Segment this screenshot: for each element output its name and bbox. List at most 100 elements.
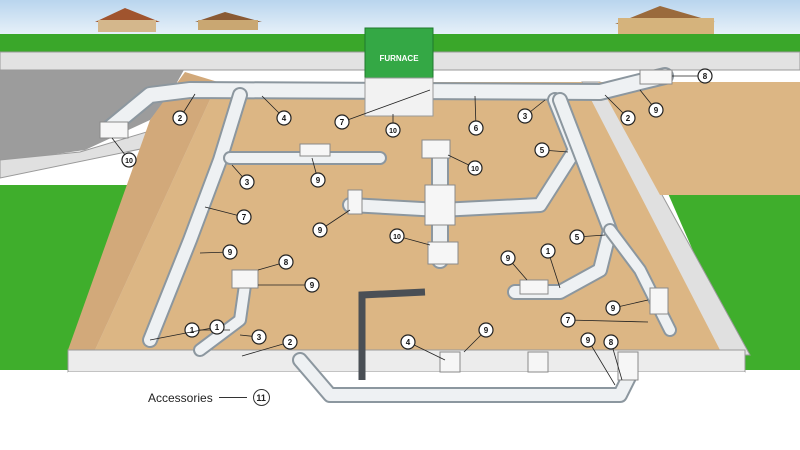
callout-9: 9 <box>463 322 494 353</box>
callout-10: 10 <box>111 137 137 168</box>
callout-1: 1 <box>540 243 561 289</box>
callout-circle <box>184 322 200 338</box>
register-boot <box>427 241 459 265</box>
callout-number: 1 <box>546 247 551 256</box>
register-boot <box>299 143 331 157</box>
callout-number: 8 <box>284 258 289 267</box>
callout-9: 9 <box>639 89 664 118</box>
legend-number: 11 <box>252 389 270 406</box>
callout-number: 9 <box>318 226 323 235</box>
furnace-cabinet <box>364 27 434 79</box>
callout-2: 2 <box>604 94 636 126</box>
callout-circle <box>560 312 576 328</box>
register-boot <box>347 189 363 215</box>
callout-circle <box>282 334 298 350</box>
callout-number: 3 <box>523 112 528 121</box>
callout-circle <box>605 300 621 316</box>
callout-5: 5 <box>534 142 569 158</box>
distant-house-left <box>95 8 160 32</box>
callout-number: 4 <box>406 338 411 347</box>
callout-number: 10 <box>393 234 401 241</box>
callout-9: 9 <box>199 244 238 260</box>
callout-number: 9 <box>228 248 233 257</box>
callout-9: 9 <box>605 299 649 316</box>
callout-3: 3 <box>231 164 255 190</box>
callout-number: 7 <box>242 213 247 222</box>
callout-circle <box>580 332 596 348</box>
callout-number: 8 <box>609 338 614 347</box>
distant-house-right <box>615 6 715 36</box>
callout-8: 8 <box>257 254 294 271</box>
register-boot <box>527 351 549 373</box>
callout-number: 9 <box>316 176 321 185</box>
legend-leader-line <box>218 397 247 398</box>
callout-2: 2 <box>241 334 298 357</box>
furnace: FURNACE <box>364 27 434 117</box>
callout-number: 7 <box>566 316 571 325</box>
callout-number: 9 <box>654 106 659 115</box>
front-return-duct <box>294 354 636 401</box>
callout-3: 3 <box>517 99 546 124</box>
callout-circle <box>569 229 585 245</box>
callout-9: 9 <box>500 250 528 281</box>
callout-circle <box>648 102 664 118</box>
callout-9: 9 <box>580 332 616 386</box>
callout-circle <box>172 110 188 126</box>
callout-7: 7 <box>334 89 431 130</box>
callout-7: 7 <box>560 312 649 328</box>
callout-number: 9 <box>611 304 616 313</box>
gray-slab <box>0 68 185 162</box>
callout-circle <box>468 120 484 136</box>
callout-number: 1 <box>190 326 195 335</box>
callout-5: 5 <box>569 229 606 245</box>
vent-pipe <box>358 288 426 380</box>
callout-number: 10 <box>471 166 479 173</box>
callout-circle <box>312 222 328 238</box>
callout-circle <box>278 254 294 270</box>
callout-leader-line <box>587 339 616 386</box>
callout-circle <box>478 322 494 338</box>
register-boot <box>649 287 669 315</box>
callout-leader-line <box>341 89 431 123</box>
distant-house-middle <box>195 12 262 30</box>
callout-2: 2 <box>172 93 196 126</box>
callout-circle <box>209 319 225 335</box>
register-boots <box>99 69 673 381</box>
short-drop-duct <box>195 280 250 355</box>
callout-number: 10 <box>389 128 397 135</box>
callout-circle <box>239 174 255 190</box>
callout-leader-line <box>567 319 649 323</box>
callout-circle <box>603 334 619 350</box>
callout-10: 10 <box>447 154 483 176</box>
furnace-label: FURNACE <box>379 54 419 63</box>
callout-4: 4 <box>261 95 292 126</box>
register-boot <box>99 121 129 139</box>
legend-text: Accessories <box>148 390 213 405</box>
callout-circle <box>534 142 550 158</box>
callout-9: 9 <box>258 277 320 293</box>
callout-circle <box>334 114 350 130</box>
callout-circle <box>620 110 636 126</box>
callout-circle <box>251 329 267 345</box>
left-run-duct <box>144 89 246 346</box>
callout-circle <box>389 228 405 244</box>
callout-8: 8 <box>672 68 713 84</box>
callout-leader-line <box>241 341 291 357</box>
callout-number: 5 <box>575 233 580 242</box>
register-boot <box>519 279 549 295</box>
callout-number: 9 <box>310 281 315 290</box>
callout-circle <box>467 160 483 176</box>
callout-number: 9 <box>484 326 489 335</box>
front-wall <box>67 349 746 373</box>
callout-9: 9 <box>310 157 326 188</box>
callout-6: 6 <box>468 95 484 136</box>
callout-number: 4 <box>282 114 287 123</box>
callout-7: 7 <box>204 206 252 225</box>
callout-3: 3 <box>239 329 267 345</box>
callout-circle <box>517 108 533 124</box>
callout-4: 4 <box>400 334 446 361</box>
callout-1: 1 <box>149 319 225 341</box>
register-boot <box>231 269 259 289</box>
